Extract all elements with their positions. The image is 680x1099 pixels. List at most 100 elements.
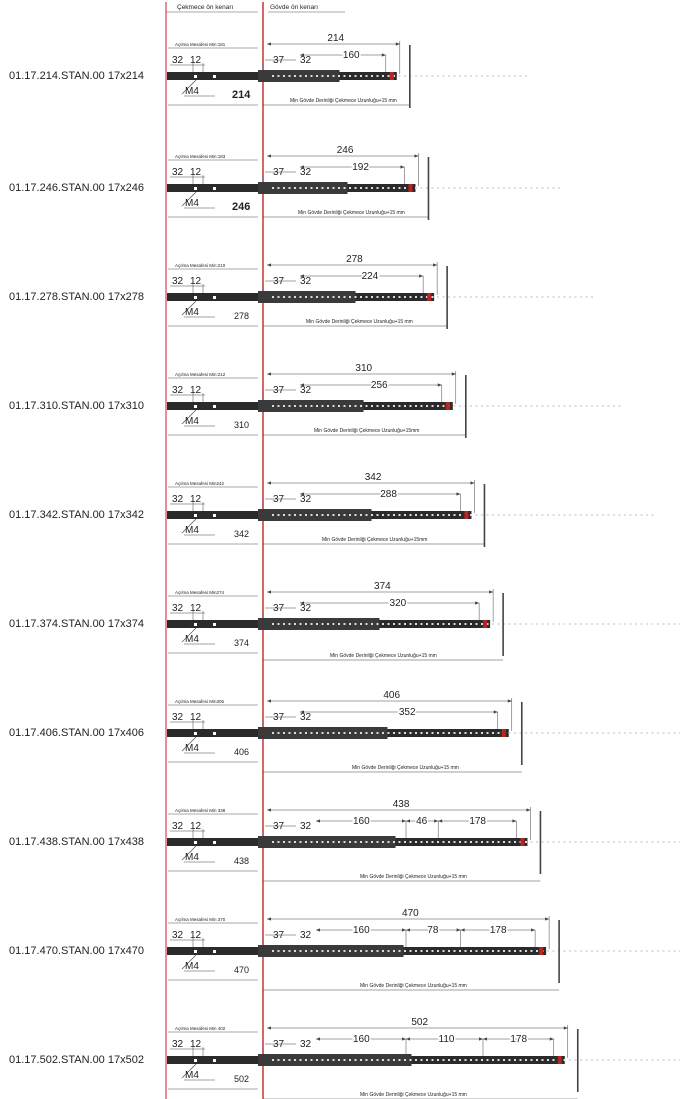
hole-gap-dimension: 160 [343, 50, 360, 61]
dim-32: 32 [172, 385, 184, 396]
part-code: 01.17.310.STAN.00 17x310 [9, 400, 144, 412]
hole-gap-dimension: 256 [371, 380, 388, 391]
length-dimension: 502 [411, 1017, 428, 1028]
length-dimension: 278 [346, 254, 363, 265]
dim-12: 12 [190, 1039, 202, 1050]
dim-12: 12 [190, 603, 202, 614]
dim-32b: 32 [300, 1039, 312, 1050]
part-code: 01.17.278.STAN.00 17x278 [9, 291, 144, 303]
stop-marker [427, 293, 432, 301]
screw-label: M4 [185, 198, 199, 209]
dim-32b: 32 [300, 603, 312, 614]
slide-row: 01.17.438.STAN.00 17x438 Açılma Mesafesi … [9, 799, 680, 882]
screw-label: M4 [185, 852, 199, 863]
dim-32: 32 [172, 712, 184, 723]
dim-37: 37 [273, 385, 285, 396]
min-depth-note: Min Gövde Derinliği Çekmece Uzunluğu+15m… [322, 537, 427, 543]
stop-marker [389, 72, 394, 80]
dim-37: 37 [273, 1039, 285, 1050]
hole-gap-dimension: 224 [362, 271, 379, 282]
opening-distance-note: Açılma Mesafesi Min:210 [175, 263, 226, 268]
dim-32: 32 [172, 494, 184, 505]
slide-row: 01.17.342.STAN.00 17x342 Açılma Mesafesi … [9, 472, 654, 547]
length-dimension: 470 [402, 908, 419, 919]
dim-12: 12 [190, 494, 202, 505]
dim-32b: 32 [300, 276, 312, 287]
length-dimension: 438 [393, 799, 410, 810]
min-depth-note: Min Gövde Derinliği Çekmece Uzunluğu+15 … [352, 765, 459, 771]
dim-32b: 32 [300, 712, 312, 723]
part-code: 01.17.374.STAN.00 17x374 [9, 618, 144, 630]
screw-label: M4 [185, 307, 199, 318]
extension-length: 310 [234, 420, 249, 430]
part-code: 01.17.406.STAN.00 17x406 [9, 727, 144, 739]
drawing-header: Çekmece ön kenarı Gövde ön kenarı [166, 4, 345, 13]
slide-body [258, 182, 348, 194]
screw-label: M4 [185, 416, 199, 427]
dim-12: 12 [190, 821, 202, 832]
slide-row: 01.17.406.STAN.00 17x406 Açılma Mesafesi … [9, 690, 680, 773]
screw-label: M4 [185, 743, 199, 754]
min-depth-note: Min Gövde Derinliği Çekmece Uzunluğu+15 … [330, 653, 437, 659]
slide-row: 01.17.502.STAN.00 17x502 Açılma Mesafesi … [9, 1017, 680, 1099]
dim-37: 37 [273, 603, 285, 614]
dim-37: 37 [273, 494, 285, 505]
min-depth-note: Min Gövde Derinliği Çekmece Uzunluğu+15 … [290, 98, 397, 104]
opening-distance-note: Açılma Mesafesi Min274 [175, 590, 225, 595]
part-code: 01.17.438.STAN.00 17x438 [9, 836, 144, 848]
dim-12: 12 [190, 712, 202, 723]
stop-marker [520, 838, 525, 846]
stop-marker [445, 402, 450, 410]
length-dimension: 374 [374, 581, 391, 592]
part-code: 01.17.342.STAN.00 17x342 [9, 509, 144, 521]
dim-32: 32 [172, 930, 184, 941]
slide-row: 01.17.278.STAN.00 17x278 Açılma Mesafesi … [9, 254, 593, 329]
screw-label: M4 [185, 86, 199, 97]
dim-32: 32 [172, 276, 184, 287]
part-code: 01.17.502.STAN.00 17x502 [9, 1054, 144, 1066]
dim-12: 12 [190, 167, 202, 178]
dim-37: 37 [273, 276, 285, 287]
dim-32b: 32 [300, 385, 312, 396]
dim-32b: 32 [300, 494, 312, 505]
segment-dimension: 110 [439, 1034, 455, 1045]
segment-dimension: 160 [353, 925, 370, 936]
segment-dimension: 160 [353, 1034, 370, 1045]
stop-marker [408, 184, 413, 192]
extension-length: 502 [234, 1074, 249, 1084]
stop-marker [464, 511, 469, 519]
slide-body [258, 70, 340, 82]
min-depth-note: Min Gövde Derinliği Çekmece Uzunluğu+15 … [360, 874, 467, 880]
segment-dimension: 178 [469, 816, 486, 827]
hole-gap-dimension: 288 [380, 489, 397, 500]
opening-distance-note: Açılma Mesafesi Min306 [175, 699, 225, 704]
hole-gap-dimension: 352 [399, 707, 416, 718]
dim-32b: 32 [300, 930, 312, 941]
extension-length: 374 [234, 638, 249, 648]
slide-row: 01.17.374.STAN.00 17x374 Açılma Mesafesi … [9, 581, 680, 661]
opening-distance-note: Açılma Mesafesi Min 338 [175, 808, 226, 813]
dim-12: 12 [190, 55, 202, 66]
dim-32: 32 [172, 55, 184, 66]
dim-12: 12 [190, 385, 202, 396]
dim-32b: 32 [300, 167, 312, 178]
opening-distance-note: Açılma Mesafesi Min242 [175, 481, 225, 486]
dim-32: 32 [172, 1039, 184, 1050]
opening-distance-note: Açılma Mesafesi Min 370 [175, 917, 226, 922]
slide-body [258, 1054, 412, 1066]
opening-distance-note: Açılma Mesafesi Min 402 [175, 1026, 226, 1031]
dim-37: 37 [273, 167, 285, 178]
stop-marker [557, 1056, 562, 1064]
stop-marker [539, 947, 544, 955]
screw-label: M4 [185, 961, 199, 972]
slide-body [258, 945, 404, 957]
segment-dimension: 46 [416, 816, 428, 827]
length-dimension: 246 [337, 145, 354, 156]
part-code: 01.17.246.STAN.00 17x246 [9, 182, 144, 194]
length-dimension: 214 [327, 33, 344, 44]
